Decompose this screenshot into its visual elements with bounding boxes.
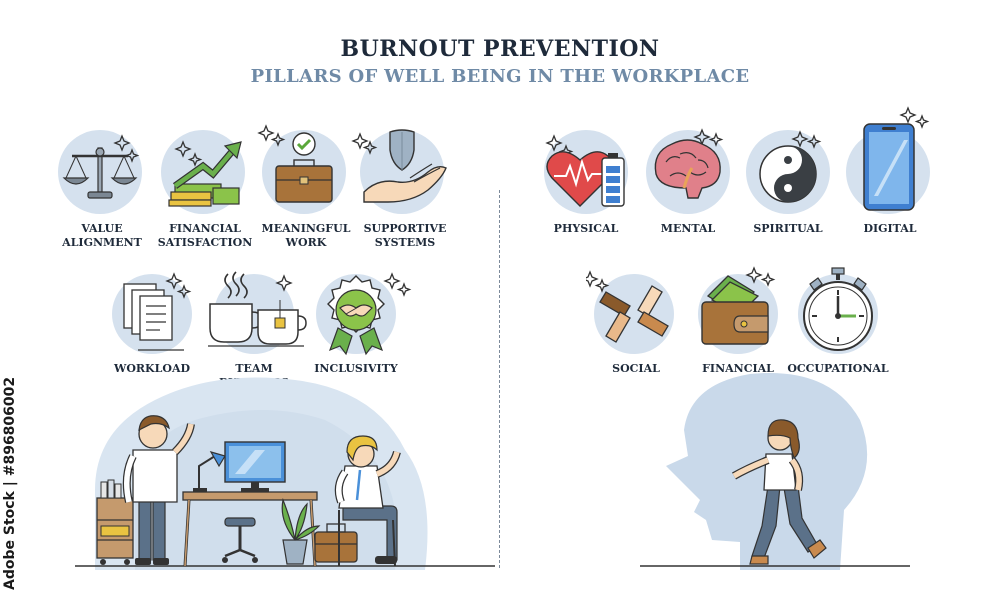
pillar-label-financial-satisfaction: FINANCIAL SATISFACTION (145, 222, 265, 250)
pillar-label-social: SOCIAL (576, 362, 696, 376)
label-line: SUPPORTIVE (363, 222, 447, 235)
pillar-label-inclusivity: INCLUSIVITY (296, 362, 416, 376)
pillar-label-meaningful-work: MEANINGFUL WORK (246, 222, 366, 250)
section-divider (499, 190, 500, 568)
yin-yang-icon (742, 122, 842, 214)
label-line: PHYSICAL (553, 222, 619, 235)
page-subtitle: PILLARS OF WELL BEING IN THE WORKPLACE (250, 66, 750, 87)
head-silhouette-illustration (640, 370, 910, 570)
page-title: BURNOUT PREVENTION (340, 36, 660, 62)
label-line: FINANCIAL (169, 222, 241, 235)
money-growth-icon (155, 122, 255, 214)
label-line: ALIGNMENT (62, 236, 142, 249)
pillar-label-occupational: OCCUPATIONAL (778, 362, 898, 376)
pillar-label-digital: DIGITAL (830, 222, 950, 236)
label-line: TEAM (235, 362, 273, 375)
label-line: OCCUPATIONAL (787, 362, 889, 375)
pillar-label-workload: WORKLOAD (92, 362, 212, 376)
label-line: DIGITAL (863, 222, 917, 235)
label-line: INCLUSIVITY (314, 362, 398, 375)
smartphone-icon (842, 104, 942, 214)
stock-watermark: Adobe Stock | #896806002 (2, 376, 18, 590)
label-line: SYSTEMS (374, 236, 436, 249)
label-line: MEANINGFUL (261, 222, 351, 235)
brain-icon (640, 122, 740, 214)
label-line: MENTAL (660, 222, 716, 235)
label-line: WORKLOAD (113, 362, 191, 375)
scales-icon (52, 122, 152, 214)
coffee-cups-icon (200, 262, 312, 358)
pillar-label-physical: PHYSICAL (526, 222, 646, 236)
label-line: SATISFACTION (157, 236, 253, 249)
briefcase-check-icon (256, 122, 356, 214)
pillar-label-supportive-systems: SUPPORTIVE SYSTEMS (345, 222, 465, 250)
label-line: WORK (285, 236, 327, 249)
stopwatch-icon (792, 262, 892, 358)
documents-icon (104, 268, 204, 358)
hand-shield-icon (350, 122, 460, 214)
label-line: FINANCIAL (702, 362, 774, 375)
office-scene-illustration (75, 370, 495, 570)
pillar-label-mental: MENTAL (628, 222, 748, 236)
label-line: VALUE (81, 222, 123, 235)
handshake-badge-icon (308, 262, 418, 358)
label-line: SPIRITUAL (753, 222, 823, 235)
pillar-label-value-alignment: VALUE ALIGNMENT (42, 222, 162, 250)
pillar-label-spiritual: SPIRITUAL (728, 222, 848, 236)
heart-battery-icon (540, 122, 640, 214)
hands-together-icon (586, 262, 686, 358)
wallet-icon (690, 262, 790, 358)
label-line: SOCIAL (612, 362, 660, 375)
pillar-label-financial: FINANCIAL (678, 362, 798, 376)
